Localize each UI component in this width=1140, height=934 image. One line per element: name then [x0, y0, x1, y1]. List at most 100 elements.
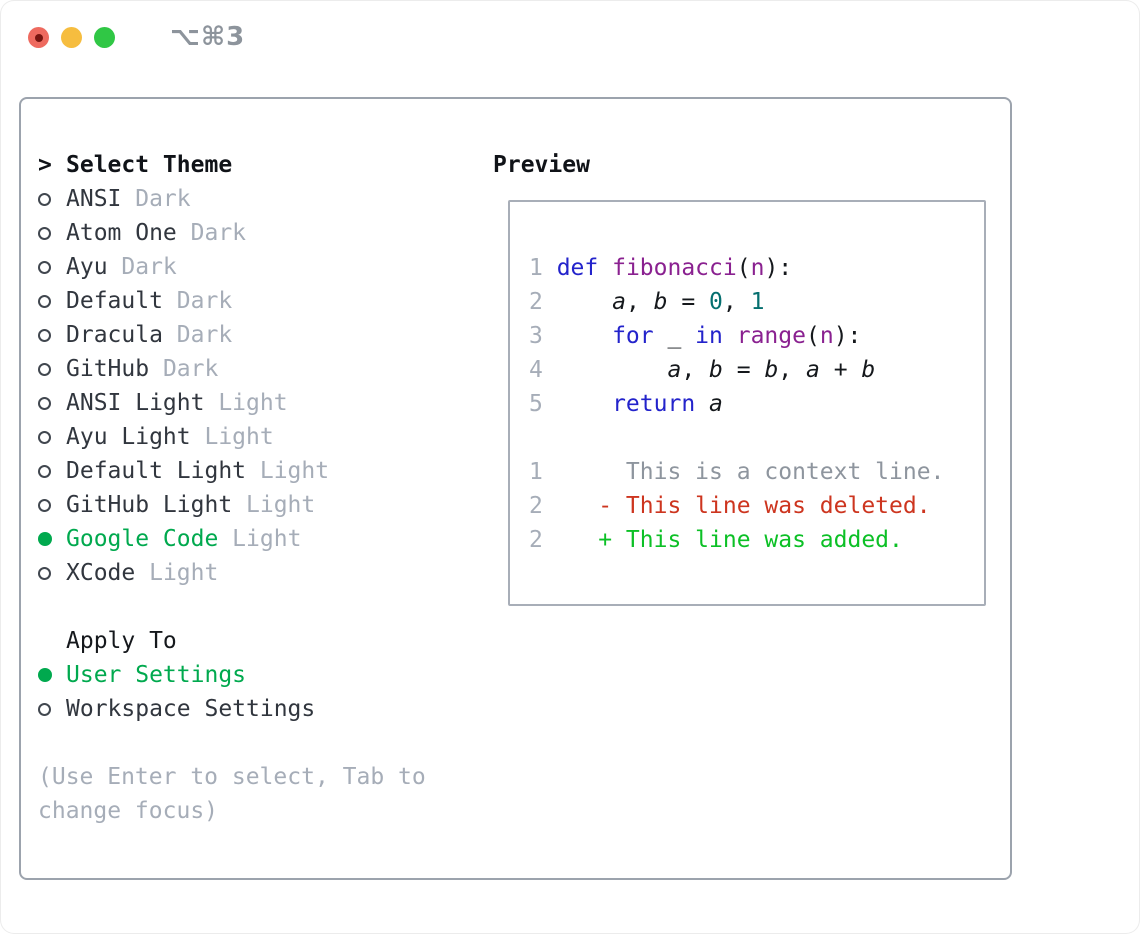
radio-marker — [38, 192, 66, 206]
help-text: (Use Enter to select, Tab to change focu… — [38, 764, 426, 824]
code-text: a, b = b, a + b — [667, 357, 876, 383]
line-number: 2 — [529, 527, 543, 553]
select-theme-title: Select Theme — [66, 152, 233, 178]
theme-name: XCode — [66, 560, 136, 586]
theme-variant: Dark — [162, 288, 233, 314]
preview-code-line: 4 a, b = b, a + b — [529, 353, 984, 387]
preview-code-line: 2 a, b = 0, 1 — [529, 285, 984, 319]
apply-option-user-settings[interactable]: User Settings — [38, 658, 440, 692]
radio-icon — [38, 566, 51, 580]
radio-icon — [38, 294, 51, 308]
theme-variant: Dark — [162, 322, 233, 348]
theme-name: Dracula — [66, 322, 163, 348]
theme-option-github[interactable]: GitHub Dark — [38, 352, 440, 386]
radio-icon — [38, 226, 51, 240]
radio-icon — [38, 260, 51, 274]
radio-marker — [38, 566, 66, 580]
theme-option-default-light[interactable]: Default Light Light — [38, 454, 440, 488]
apply-option-label: Workspace Settings — [66, 696, 316, 722]
theme-option-ayu[interactable]: Ayu Dark — [38, 250, 440, 284]
line-number: 5 — [529, 391, 543, 417]
radio-marker — [38, 294, 66, 308]
preview-code-line — [529, 421, 984, 455]
apply-to-title: Apply To — [66, 628, 177, 654]
theme-variant: Dark — [149, 356, 219, 382]
theme-option-default[interactable]: Default Dark — [38, 284, 440, 318]
code-text: This is a context line. — [556, 459, 945, 485]
radio-icon — [38, 464, 51, 478]
radio-marker — [38, 226, 66, 240]
theme-variant: Dark — [176, 220, 247, 246]
theme-name: Default Light — [66, 458, 247, 484]
code-text: - This line was deleted. — [598, 493, 931, 519]
select-theme-header: > Select Theme — [38, 148, 440, 182]
radio-marker — [38, 260, 66, 274]
radio-marker — [38, 532, 66, 546]
close-button[interactable] — [28, 27, 49, 48]
radio-icon — [38, 362, 51, 376]
spacer — [38, 590, 440, 624]
spacer — [38, 726, 440, 760]
theme-variant: Light — [246, 458, 330, 484]
line-number: 2 — [529, 493, 543, 519]
theme-name: Google Code — [66, 526, 219, 552]
theme-name: Default — [66, 288, 163, 314]
prompt-icon: > — [38, 152, 52, 178]
theme-option-ayu-light[interactable]: Ayu Light Light — [38, 420, 440, 454]
preview-title: Preview — [493, 152, 590, 178]
radio-marker — [38, 668, 66, 682]
window-title: ⌥⌘3 — [170, 22, 246, 52]
preview-code-line: 1 This is a context line. — [529, 455, 984, 489]
window-titlebar: ⌥⌘3 — [0, 0, 1140, 70]
theme-name: GitHub Light — [66, 492, 233, 518]
line-number: 4 — [529, 357, 543, 383]
line-number: 1 — [529, 255, 543, 281]
theme-name: ANSI Light — [66, 390, 205, 416]
radio-selected-icon — [38, 668, 52, 682]
line-number: 2 — [529, 289, 543, 315]
theme-option-github-light[interactable]: GitHub Light Light — [38, 488, 440, 522]
theme-variant: Dark — [107, 254, 177, 280]
theme-option-ansi[interactable]: ANSI Dark — [38, 182, 440, 216]
maximize-button[interactable] — [94, 27, 115, 48]
radio-marker — [38, 702, 66, 716]
radio-marker — [38, 396, 66, 410]
preview-code-line: 2 + This line was added. — [529, 523, 984, 557]
radio-icon — [38, 328, 51, 342]
code-text: return a — [612, 391, 723, 417]
traffic-lights — [28, 27, 115, 48]
apply-option-workspace-settings[interactable]: Workspace Settings — [38, 692, 440, 726]
theme-variant: Light — [204, 390, 288, 416]
theme-name: ANSI — [66, 186, 122, 212]
radio-marker — [38, 498, 66, 512]
theme-option-atom-one[interactable]: Atom One Dark — [38, 216, 440, 250]
apply-option-label: User Settings — [66, 662, 247, 688]
theme-variant: Light — [218, 526, 302, 552]
radio-marker — [38, 328, 66, 342]
preview-code-line: 3 for _ in range(n): — [529, 319, 984, 353]
line-number: 1 — [529, 459, 543, 485]
radio-icon — [38, 192, 51, 206]
radio-marker — [38, 430, 66, 444]
code-text: for _ in range(n): — [612, 323, 862, 349]
preview-code-line: 2 - This line was deleted. — [529, 489, 984, 523]
minimize-button[interactable] — [61, 27, 82, 48]
theme-option-dracula[interactable]: Dracula Dark — [38, 318, 440, 352]
theme-option-xcode[interactable]: XCode Light — [38, 556, 440, 590]
theme-variant: Light — [190, 424, 274, 450]
radio-marker — [38, 464, 66, 478]
apply-to-header: Apply To — [38, 624, 440, 658]
code-text: + This line was added. — [598, 527, 903, 553]
radio-marker — [38, 362, 66, 376]
theme-option-google-code[interactable]: Google Code Light — [38, 522, 440, 556]
theme-name: Atom One — [66, 220, 177, 246]
radio-icon — [38, 396, 51, 410]
theme-name: GitHub — [66, 356, 150, 382]
code-text: a, b = 0, 1 — [612, 289, 765, 315]
theme-option-ansi-light[interactable]: ANSI Light Light — [38, 386, 440, 420]
